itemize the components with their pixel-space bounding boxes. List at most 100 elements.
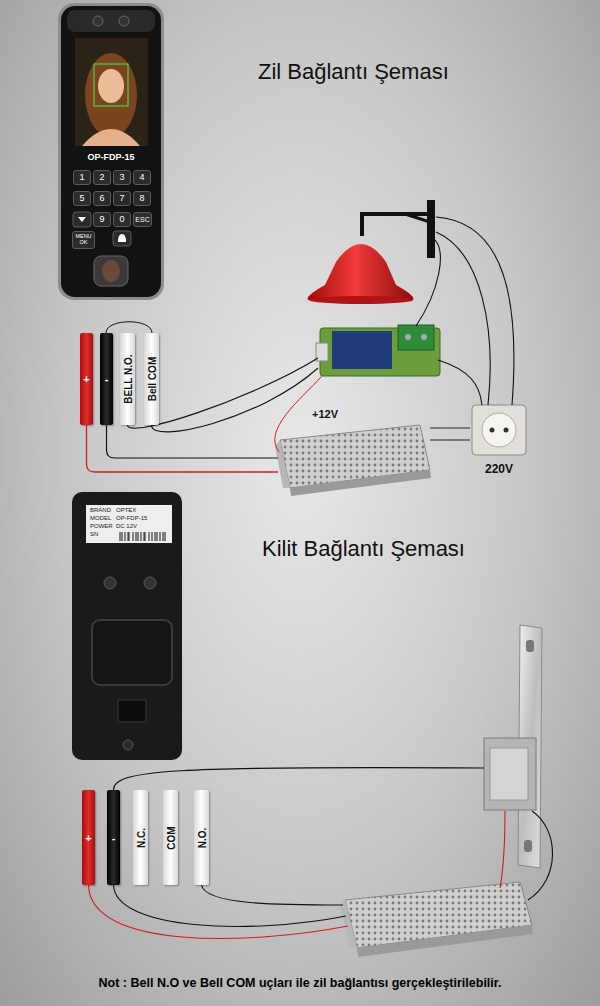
device-body [61, 6, 161, 297]
keypad-key: 9 [93, 212, 111, 227]
shoulders [82, 129, 140, 146]
bracket-arm [362, 214, 430, 236]
electric-lock [484, 625, 542, 868]
bracket-plate [427, 200, 435, 258]
node-text: 220V [470, 462, 528, 476]
latch [118, 700, 146, 722]
psu-side [357, 925, 533, 957]
device-back-body [72, 492, 182, 760]
wire [114, 885, 347, 926]
fingerprint-sensor [94, 256, 128, 286]
node-text: 0 [119, 215, 124, 224]
node-text: 8 [139, 194, 144, 203]
wire-tag: BELL N.O. [120, 333, 135, 425]
power-supply [340, 882, 533, 957]
keypad-key: 1 [73, 170, 91, 185]
relay [332, 331, 392, 369]
mount-hole [144, 577, 156, 589]
node-text: 1 [79, 173, 84, 182]
keypad-key: 4 [133, 170, 151, 185]
node-text: 5 [79, 194, 84, 203]
lock-body [484, 738, 536, 810]
wire [416, 240, 440, 326]
wire-tag: Bell COM [144, 333, 159, 425]
keypad-key: ESC [133, 212, 152, 227]
model-name: OP-FDP-15 [60, 152, 162, 162]
node-text: N.C. [135, 828, 146, 848]
wire-connector [430, 427, 470, 428]
sticker-text: DC 12V [116, 523, 137, 530]
node-text: N.O. [196, 827, 207, 848]
keypad-key: 5 [73, 191, 91, 206]
psu-side [290, 470, 431, 496]
barcode [120, 532, 165, 541]
device-front: OP-FDP-15 1 2 3 4 5 6 7 8 90 ESC MENU OK [60, 5, 162, 298]
socket-hole [490, 428, 495, 433]
power-supply [275, 425, 431, 496]
keypad-key: 3 [113, 170, 131, 185]
wire [151, 368, 318, 432]
relay-module [316, 325, 440, 376]
node-text: + [83, 373, 89, 385]
fingerprint-window [102, 260, 120, 282]
node-text: 7 [119, 194, 124, 203]
wires-lock [89, 768, 553, 939]
node-text: + [85, 832, 91, 844]
wire-tag: - [100, 333, 113, 425]
camera [119, 16, 129, 26]
bracket-brace [405, 214, 430, 222]
camera [93, 16, 103, 26]
socket-face [482, 413, 516, 447]
power-supply: +12V [278, 408, 430, 490]
node-text: ESC [135, 216, 149, 223]
plate-hole [526, 640, 534, 652]
cable-recess [92, 620, 172, 685]
mount-hole [104, 577, 116, 589]
sticker [86, 505, 172, 543]
sticker-text: POWER [90, 523, 113, 530]
sticker-text: BRAND [90, 507, 111, 514]
wire-tag: + [82, 790, 95, 885]
screen [75, 38, 148, 146]
sticker-text: OP-FDP-15 [116, 515, 147, 522]
node-text: 3 [119, 173, 124, 182]
wire-tag: - [107, 790, 120, 885]
node-text: Bell COM [146, 357, 157, 401]
keypad-key: 2 [93, 170, 111, 185]
wire [436, 232, 490, 405]
face-frame [94, 64, 128, 106]
wire [106, 322, 152, 333]
node-text: 4 [139, 173, 144, 182]
title: Zil Bağlantı Şeması [258, 59, 449, 85]
wire [436, 217, 514, 405]
wire [438, 360, 482, 405]
screw-hole [123, 740, 133, 750]
keypad-key: 0 [113, 212, 131, 227]
node-text: 6 [99, 194, 104, 203]
wire-tag: + [80, 333, 93, 425]
device-rim [58, 3, 164, 300]
psu-terminals [340, 900, 357, 948]
node-text: 2 [99, 173, 104, 182]
keypad-key: 7 [113, 191, 131, 206]
bell-body [308, 244, 414, 300]
note-caption: Not : Bell N.O ve Bell COM uçları ile zi… [4, 976, 596, 990]
wire-connector [430, 439, 470, 440]
screw [421, 334, 427, 340]
wire [89, 885, 349, 939]
node-text: MENU OK [73, 234, 94, 246]
socket-hole [504, 428, 509, 433]
screw [405, 334, 411, 340]
bell-icon [118, 234, 126, 242]
bell [308, 200, 435, 304]
camera-strip [67, 10, 155, 32]
keypad-key: 6 [93, 191, 111, 206]
wire [500, 811, 505, 888]
sticker-text: MODEL [90, 515, 111, 522]
arrow-key [73, 212, 91, 227]
node-text: - [112, 832, 116, 844]
wire-connector [107, 425, 279, 458]
keypad-key: 8 [133, 191, 151, 206]
sticker-text: SN [90, 531, 98, 538]
